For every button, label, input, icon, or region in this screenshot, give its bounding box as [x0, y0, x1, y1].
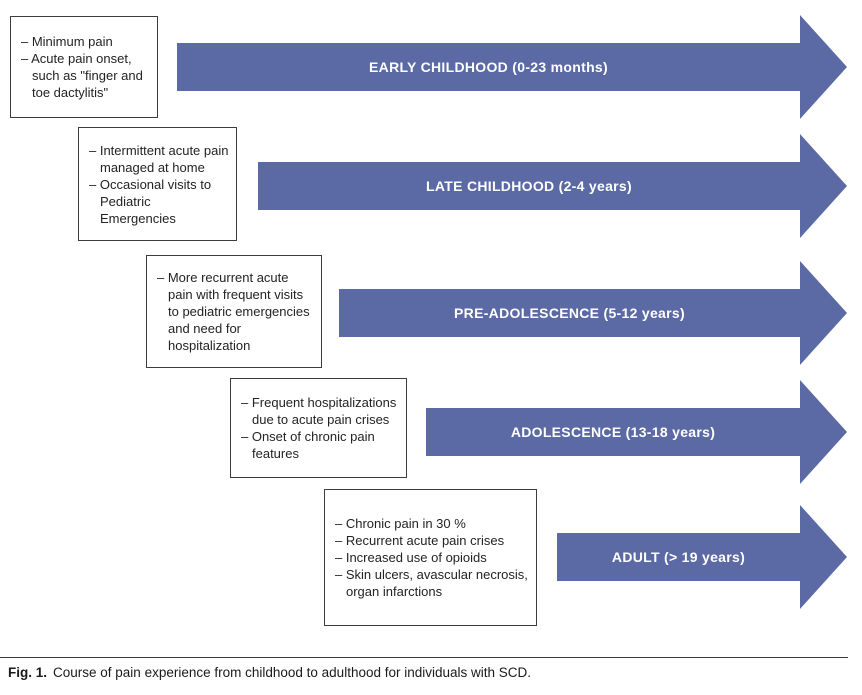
stage-arrow-label: ADOLESCENCE (13-18 years) [510, 424, 716, 440]
stage-arrow-pre-adolescence: PRE-ADOLESCENCE (5-12 years) [339, 289, 800, 337]
note-box-pre-adolescence: – More recurrent acute pain with frequen… [146, 255, 322, 368]
stage-arrow-label: LATE CHILDHOOD (2-4 years) [426, 178, 632, 194]
figure-caption-label: Fig. 1. [8, 665, 48, 680]
note-item: – Minimum pain [21, 34, 113, 49]
stage-arrow-label: EARLY CHILDHOOD (0-23 months) [369, 59, 608, 75]
arrow-head-icon [800, 505, 847, 609]
stage-arrow-early-childhood: EARLY CHILDHOOD (0-23 months) [177, 43, 800, 91]
note-item: – Onset of chronic pain features [241, 429, 375, 461]
arrow-head-icon [800, 15, 847, 119]
note-item: – Occasional visits to Pediatric Emergen… [89, 176, 212, 226]
note-box-adult: – Chronic pain in 30 % – Recurrent acute… [324, 489, 537, 626]
stage-arrow-adolescence: ADOLESCENCE (13-18 years) [426, 408, 800, 456]
stage-arrow-late-childhood: LATE CHILDHOOD (2-4 years) [258, 162, 800, 210]
note-item: – Frequent hospitalizations due to acute… [241, 395, 397, 427]
note-item: – Chronic pain in 30 % [335, 516, 466, 531]
stage-arrow-label: ADULT (> 19 years) [611, 549, 746, 565]
note-box-late-childhood: – Intermittent acute pain managed at hom… [78, 127, 237, 241]
stage-arrow-label: PRE-ADOLESCENCE (5-12 years) [454, 305, 685, 321]
caption-divider [0, 657, 848, 658]
note-box-early-childhood: – Minimum pain – Acute pain onset, such … [10, 16, 158, 118]
note-box-adolescence: – Frequent hospitalizations due to acute… [230, 378, 407, 478]
figure-caption-text: Course of pain experience from childhood… [53, 665, 532, 680]
note-item: – Acute pain onset, such as "finger and … [21, 51, 143, 100]
arrow-head-icon [800, 380, 847, 484]
arrow-head-icon [800, 261, 847, 365]
arrow-head-icon [800, 134, 847, 238]
note-item: – Increased use of opioids [335, 550, 487, 565]
stage-arrow-adult: ADULT (> 19 years) [557, 533, 800, 581]
note-item: – Recurrent acute pain crises [335, 533, 505, 548]
figure-caption: Fig. 1. Course of pain experience from ch… [8, 664, 848, 681]
note-item: – More recurrent acute pain with frequen… [157, 270, 310, 353]
note-item: – Intermittent acute pain managed at hom… [89, 142, 229, 175]
note-item: – Skin ulcers, avascular necrosis, organ… [335, 567, 528, 599]
